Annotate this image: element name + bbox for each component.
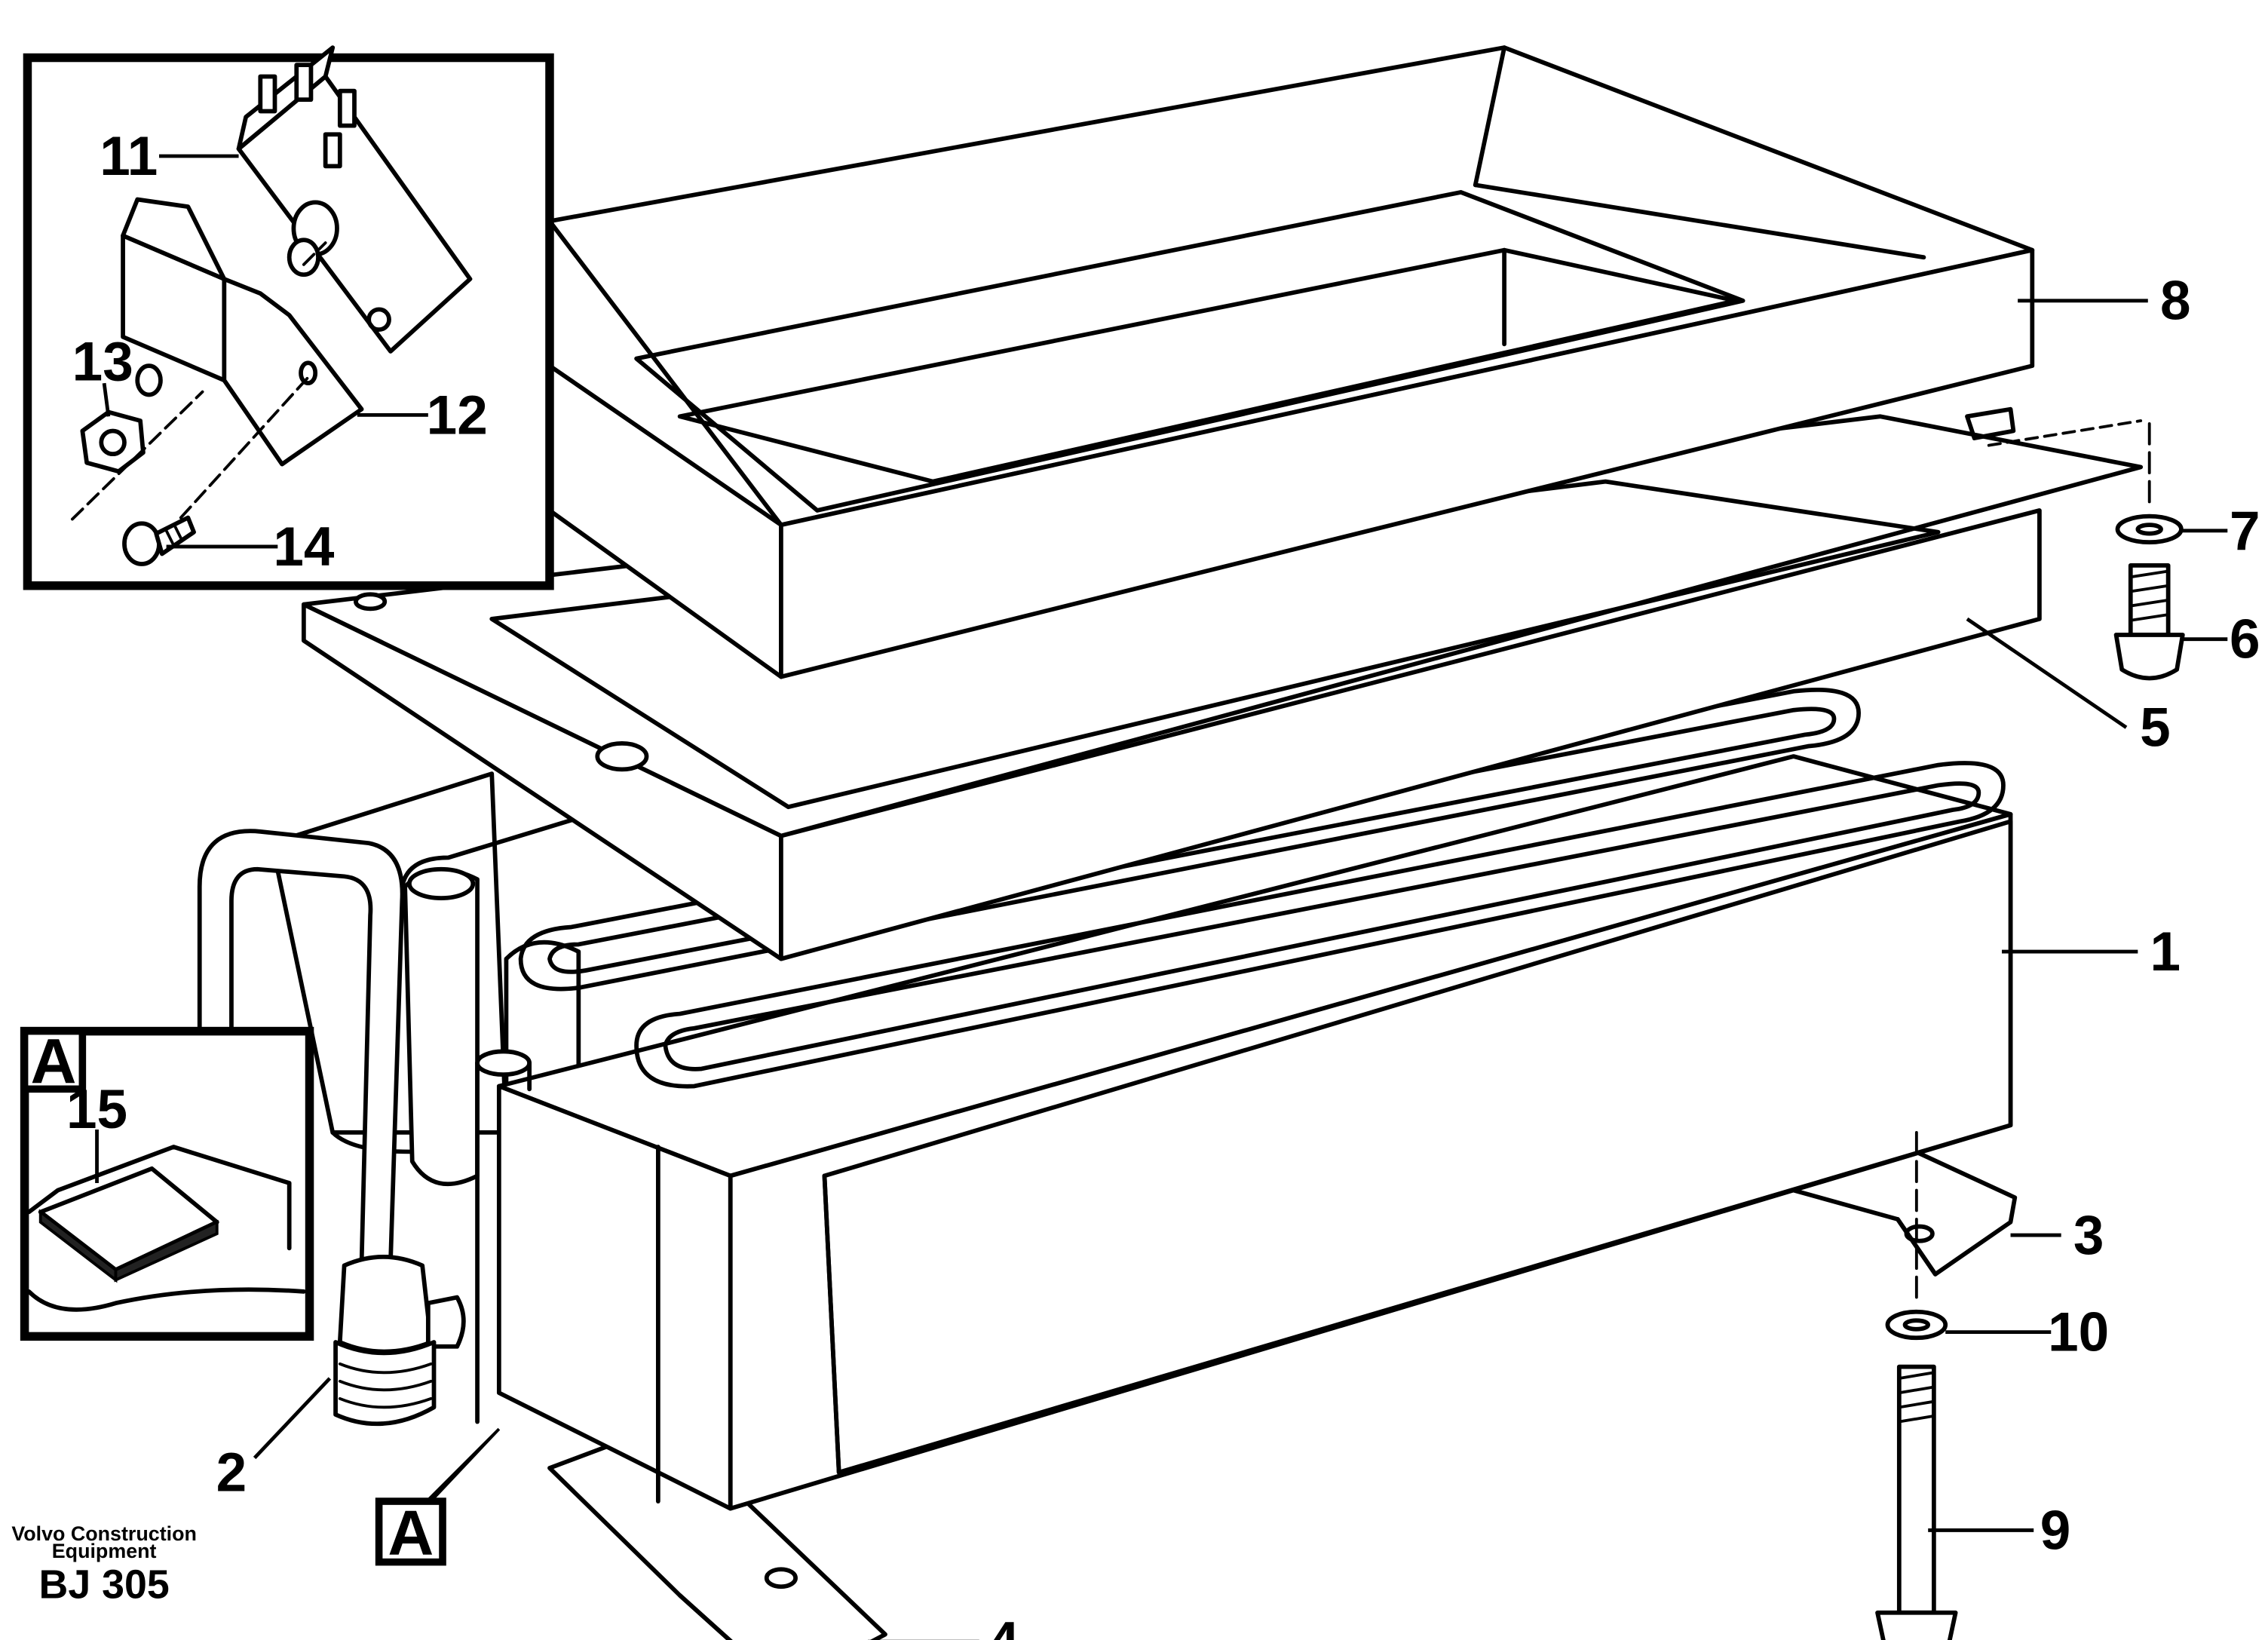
credit-line-2: Equipment bbox=[52, 1540, 157, 1562]
inset-a-detail: A bbox=[20, 1026, 314, 1341]
callout-13: 13 bbox=[72, 331, 133, 392]
gasket-plate bbox=[301, 406, 2144, 961]
callout-3: 3 bbox=[2073, 1205, 2104, 1266]
switch-bracket bbox=[121, 197, 364, 467]
inset-a-label: A bbox=[31, 1026, 77, 1097]
callout-8: 8 bbox=[2160, 271, 2191, 332]
bolt-9 bbox=[1875, 1364, 1958, 1640]
callout-5: 5 bbox=[2140, 697, 2171, 759]
washer-7 bbox=[2115, 513, 2184, 545]
callout-10: 10 bbox=[2048, 1302, 2109, 1363]
detail-marker-a: A bbox=[375, 1427, 501, 1568]
callout-labels: 1 2 3 4 5 6 7 8 9 10 11 12 13 14 15 bbox=[66, 126, 2260, 1640]
callout-9: 9 bbox=[2040, 1500, 2071, 1561]
credit-line-1: Volvo Construction bbox=[11, 1522, 197, 1545]
callout-4: 4 bbox=[988, 1611, 1019, 1640]
callout-2: 2 bbox=[216, 1442, 247, 1504]
pipe-fitting bbox=[333, 1255, 466, 1427]
drawing-code: BJ 305 bbox=[39, 1562, 170, 1608]
credit-block: Volvo Construction Equipment BJ 305 bbox=[11, 1522, 197, 1608]
leader-lines bbox=[95, 154, 2228, 1640]
callout-12: 12 bbox=[427, 385, 488, 446]
washer-10 bbox=[1885, 1309, 1948, 1341]
callout-6: 6 bbox=[2230, 609, 2260, 670]
callout-7: 7 bbox=[2230, 501, 2260, 562]
detail-marker-a-label: A bbox=[388, 1497, 434, 1568]
callout-15: 15 bbox=[66, 1079, 127, 1140]
callout-14: 14 bbox=[273, 517, 335, 578]
callout-11: 11 bbox=[100, 126, 158, 187]
switch-body bbox=[236, 45, 473, 354]
screw bbox=[122, 515, 196, 566]
top-frame bbox=[547, 45, 2035, 679]
callout-1: 1 bbox=[2150, 921, 2181, 982]
inset-switch-detail bbox=[23, 45, 554, 590]
coolant-pipe bbox=[197, 829, 405, 1265]
bolt-6 bbox=[2113, 563, 2185, 681]
